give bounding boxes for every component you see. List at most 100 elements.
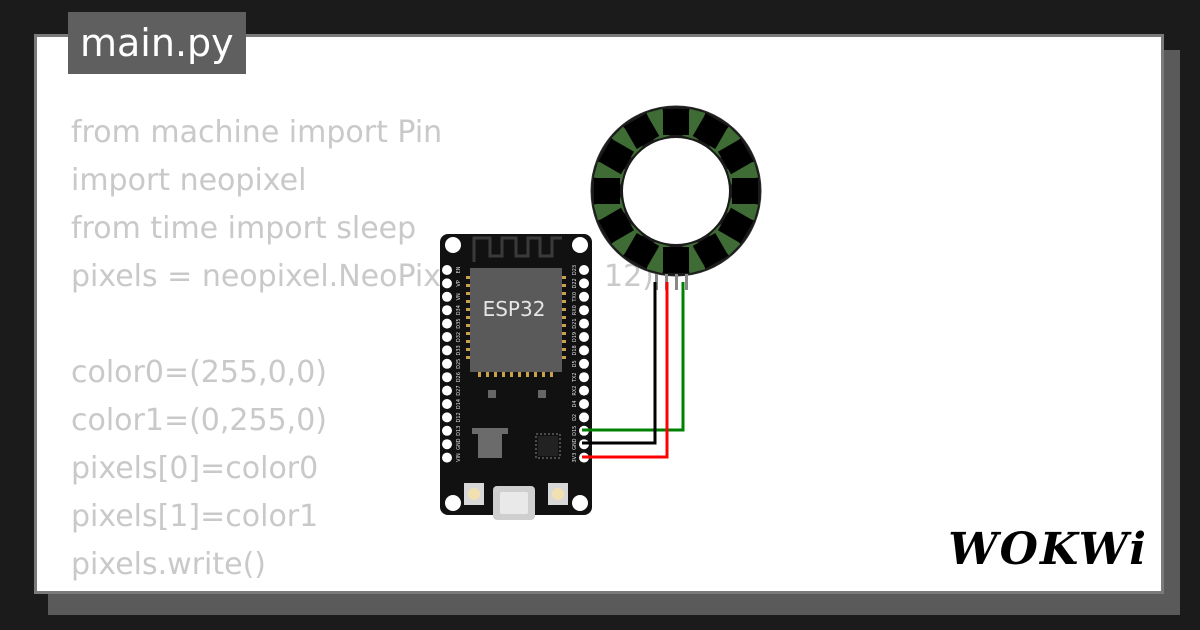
chip-pad [526,372,529,377]
pin-label: D19 [572,332,578,342]
pin-label: GND [572,438,578,450]
pin-hole [442,399,452,409]
pin-label: D2 [572,414,578,421]
esp32-board[interactable]: ESP32 VINGNDD13D12D14D27D26D25D33D32D35D… [440,234,592,520]
ring-spacer [611,126,643,158]
pin-hole [579,291,589,302]
pin-hole [579,358,589,369]
neopixel-led [663,109,689,135]
chip-pad [478,372,481,377]
neopixel-led [598,138,635,175]
neopixel-led [623,232,660,269]
pin-hole [579,278,589,289]
pin-labels: VINGNDD13D12D14D27D26D25D33D32D35D34VNVP… [456,265,578,463]
pin-hole [579,399,589,409]
pin-hole [442,345,452,356]
pin-label: VP [456,280,462,286]
wires[interactable] [582,282,685,459]
mount-hole [572,495,588,511]
chip-pad [562,348,566,351]
chip-pads [466,276,566,377]
antenna-trace [472,236,562,262]
code-line[interactable]: pixels.write() [71,547,266,582]
pin-label: 3V3 [572,453,578,463]
chip-pad [466,308,470,311]
pin-label: VN [456,293,462,300]
chip-pad [466,284,470,287]
code-line[interactable]: from time import sleep [71,211,417,246]
chip-pad [562,292,566,295]
ring-spacer [709,126,741,158]
code-line[interactable]: pixels[1]=color1 [71,499,319,534]
pin-hole [442,305,452,316]
chip-pad [562,316,566,319]
pin-hole [442,265,452,275]
chip-pad [466,332,470,335]
pin-hole [579,412,589,423]
code-line[interactable]: color1=(0,255,0) [71,403,328,438]
chip-pad [466,292,470,295]
mount-hole [445,495,461,511]
pin-label: D21 [572,318,578,328]
pin-label: TX2 [572,372,578,383]
neopixel-led [692,232,729,269]
pin-label: D22 [572,278,578,288]
pin-label: D33 [456,345,462,355]
pin-label: RX2 [572,386,578,396]
chip-pad [562,324,566,327]
pin-hole [442,332,452,342]
chip-pad [562,284,566,287]
pin-label: D18 [572,345,578,355]
pin-label: D14 [456,399,462,409]
neopixel-ring[interactable] [590,105,762,277]
pin-label: D25 [456,359,462,369]
chip-pad [562,332,566,335]
pin-label: D12 [456,412,462,422]
chip-pad [466,316,470,319]
pin-hole [579,345,589,356]
chip-pad [466,276,470,279]
chip-pad [510,372,513,377]
chip-pad [562,356,566,359]
pin-label: D32 [456,332,462,342]
ring-spacer [611,224,643,256]
pin-hole [442,278,452,289]
pin-hole [579,385,589,396]
pin-hole [579,265,589,275]
wire-green-d15 [582,282,685,432]
pin-label: D23 [572,265,578,275]
wire-red-3v3 [582,282,669,459]
pin-label: D5 [572,360,578,367]
pin-hole [579,305,589,316]
code-line[interactable]: color0=(255,0,0) [71,355,328,390]
chip-pad [562,340,566,343]
pin-label: D4 [572,400,578,407]
small-chip [488,390,496,398]
pin-hole [442,385,452,396]
ring-spacer [709,224,741,256]
chip-pad [466,348,470,351]
neopixel-led [623,113,660,150]
code-line[interactable]: import neopixel [71,163,307,198]
pin-label: D27 [456,385,462,395]
pin-hole [442,425,452,436]
chip-pad [466,324,470,327]
pin-hole [442,358,452,369]
chip-pad [550,372,553,377]
pin-label: D35 [456,318,462,328]
code-line[interactable]: pixels[0]=color0 [71,451,319,486]
chip-pad [562,300,566,303]
pin-hole [579,332,589,342]
pin-hole [579,318,589,329]
pin-hole [442,412,452,423]
code-line[interactable]: from machine import Pin [71,115,443,150]
chip-pad [486,372,489,377]
filename-tab[interactable]: main.py [68,12,246,74]
neopixel-led [594,178,620,204]
wokwi-logo: WOKWi [948,524,1148,575]
chip-pad [466,340,470,343]
chip-pad [502,372,505,377]
mount-hole [572,237,588,253]
preview-card: from machine import Pin import neopixel fr… [34,34,1164,594]
